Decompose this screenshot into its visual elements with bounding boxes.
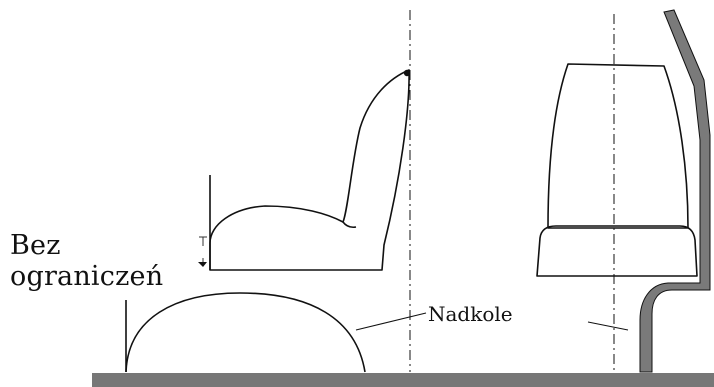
wheel-arch-leader — [355, 312, 427, 331]
right-arch-leader — [587, 321, 629, 331]
wheel-arch-label: Nadkole — [428, 302, 513, 326]
seat-pivot-point — [403, 69, 411, 77]
no-limits-line1: Bez — [10, 230, 61, 261]
no-limits-label: Bez ograniczeń — [10, 232, 163, 290]
floor — [92, 373, 714, 387]
wheel-arch-left — [125, 292, 366, 373]
seat-front-view — [536, 63, 698, 277]
no-limits-line2: ograniczeń — [10, 261, 164, 292]
height-dimension-marker — [198, 236, 207, 267]
seat-side-view — [209, 69, 410, 271]
vehicle-wall — [639, 9, 711, 373]
